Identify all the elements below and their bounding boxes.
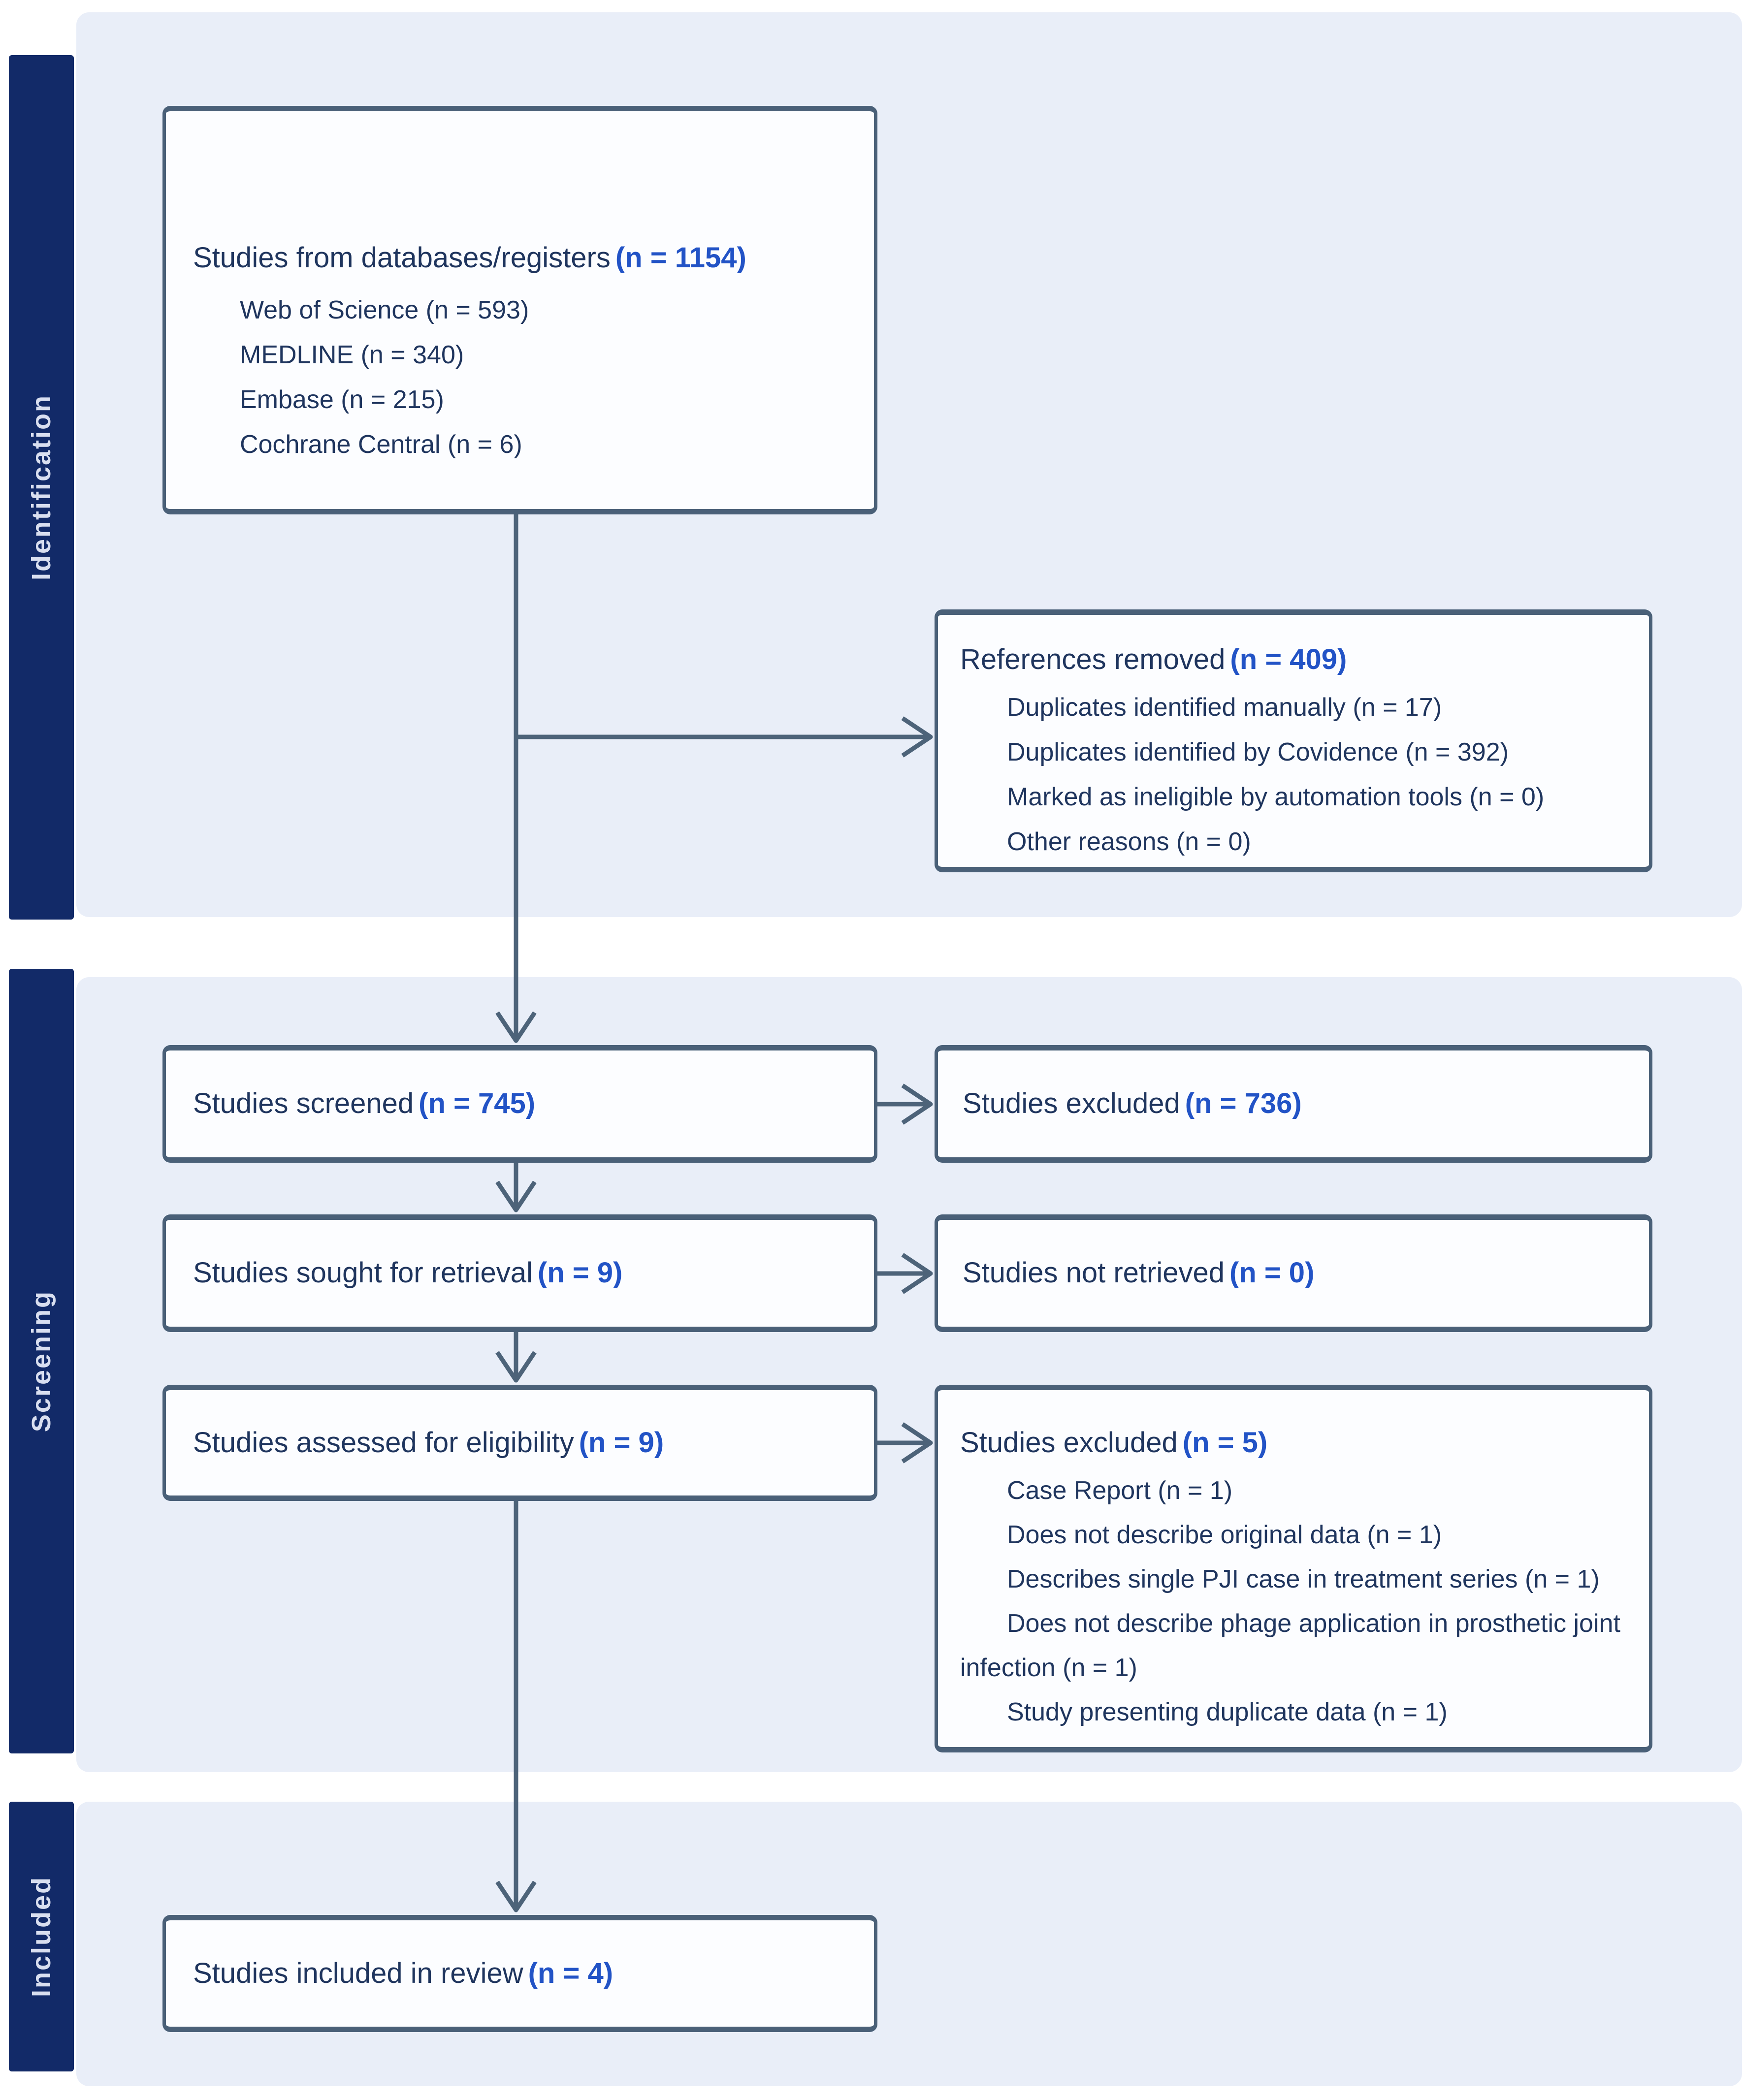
box-title-text: Studies excluded (960, 1427, 1178, 1459)
box-subitem: MEDLINE (n = 340) (240, 341, 464, 369)
arrowhead-down-icon (495, 1351, 537, 1383)
box-title-text: Studies excluded (963, 1087, 1180, 1120)
box-count: (n = 409) (1230, 643, 1347, 676)
box-title-text: Studies included in review (193, 1957, 523, 1989)
box-title-text: Studies not retrieved (963, 1257, 1225, 1289)
box-title-text: Studies sought for retrieval (193, 1257, 533, 1289)
box-title: Studies included in review(n = 4) (193, 1956, 874, 1992)
box-count: (n = 5) (1182, 1427, 1268, 1459)
box-count: (n = 4) (528, 1957, 614, 1989)
box-subitem: Other reasons (n = 0) (1007, 827, 1251, 856)
box-subitem: Study presenting duplicate data (n = 1) (1007, 1697, 1448, 1726)
included-stage-bar: Included (9, 1802, 74, 2071)
box-count: (n = 0) (1229, 1257, 1315, 1289)
box-title: References removed(n = 409) (960, 642, 1637, 678)
box-title: Studies from databases/registers(n = 115… (193, 240, 859, 276)
box-subitem: Cochrane Central (n = 6) (240, 430, 522, 459)
arrowhead-right-icon (901, 1422, 933, 1464)
arrowhead-right-icon (901, 716, 933, 758)
box-count: (n = 736) (1185, 1087, 1302, 1120)
box-title-text: Studies screened (193, 1087, 414, 1120)
box-subitem: Duplicates identified by Covidence (n = … (1007, 737, 1509, 766)
box-subitem: Marked as ineligible by automation tools… (1007, 782, 1545, 811)
box-title: Studies sought for retrieval(n = 9) (193, 1255, 874, 1291)
box-title: Studies assessed for eligibility(n = 9) (193, 1425, 874, 1461)
box-count: (n = 1154) (615, 241, 746, 274)
studies-excluded-eligibility-box: Studies excluded(n = 5) Case Report (n =… (935, 1385, 1652, 1752)
studies-excluded-screening-box: Studies excluded(n = 736) (935, 1045, 1652, 1163)
databases-box: Studies from databases/registers(n = 115… (162, 106, 877, 514)
box-subitem: Case Report (n = 1) (1007, 1476, 1233, 1505)
studies-screened-box: Studies screened(n = 745) (162, 1045, 877, 1163)
box-title: Studies excluded(n = 736) (963, 1086, 1649, 1122)
box-sublist: Duplicates identified manually (n = 17) … (960, 685, 1637, 864)
arrowhead-down-icon (495, 1180, 537, 1212)
box-title: Studies screened(n = 745) (193, 1086, 874, 1122)
box-count: (n = 745) (419, 1087, 536, 1120)
box-subitem: Describes single PJI case in treatment s… (1007, 1564, 1600, 1593)
studies-sought-box: Studies sought for retrieval(n = 9) (162, 1214, 877, 1332)
box-sublist: Web of Science (n = 593) MEDLINE (n = 34… (193, 288, 859, 467)
box-subitem: Does not describe phage application in p… (960, 1609, 1620, 1682)
box-subitem: Web of Science (n = 593) (240, 296, 529, 324)
box-count: (n = 9) (537, 1257, 623, 1289)
box-subitem: Duplicates identified manually (n = 17) (1007, 693, 1442, 722)
arrowhead-down-icon (495, 1011, 537, 1043)
references-removed-box: References removed(n = 409) Duplicates i… (935, 609, 1652, 872)
box-title-text: Studies from databases/registers (193, 241, 611, 274)
studies-not-retrieved-box: Studies not retrieved(n = 0) (935, 1214, 1652, 1332)
identification-stage-bar: Identification (9, 55, 74, 920)
box-title-text: References removed (960, 643, 1226, 676)
screening-stage-bar: Screening (9, 969, 74, 1753)
arrowhead-right-icon (901, 1253, 933, 1294)
box-count: (n = 9) (579, 1426, 664, 1459)
studies-included-box: Studies included in review(n = 4) (162, 1915, 877, 2032)
arrowhead-right-icon (901, 1083, 933, 1125)
arrowhead-down-icon (495, 1880, 537, 1912)
box-sublist: Case Report (n = 1) Does not describe or… (960, 1468, 1637, 1734)
box-title-text: Studies assessed for eligibility (193, 1426, 574, 1459)
box-subitem: Does not describe original data (n = 1) (1007, 1520, 1442, 1549)
studies-assessed-box: Studies assessed for eligibility(n = 9) (162, 1385, 877, 1501)
box-subitem: Embase (n = 215) (240, 385, 444, 414)
box-title: Studies excluded(n = 5) (960, 1425, 1637, 1461)
box-title: Studies not retrieved(n = 0) (963, 1255, 1649, 1291)
